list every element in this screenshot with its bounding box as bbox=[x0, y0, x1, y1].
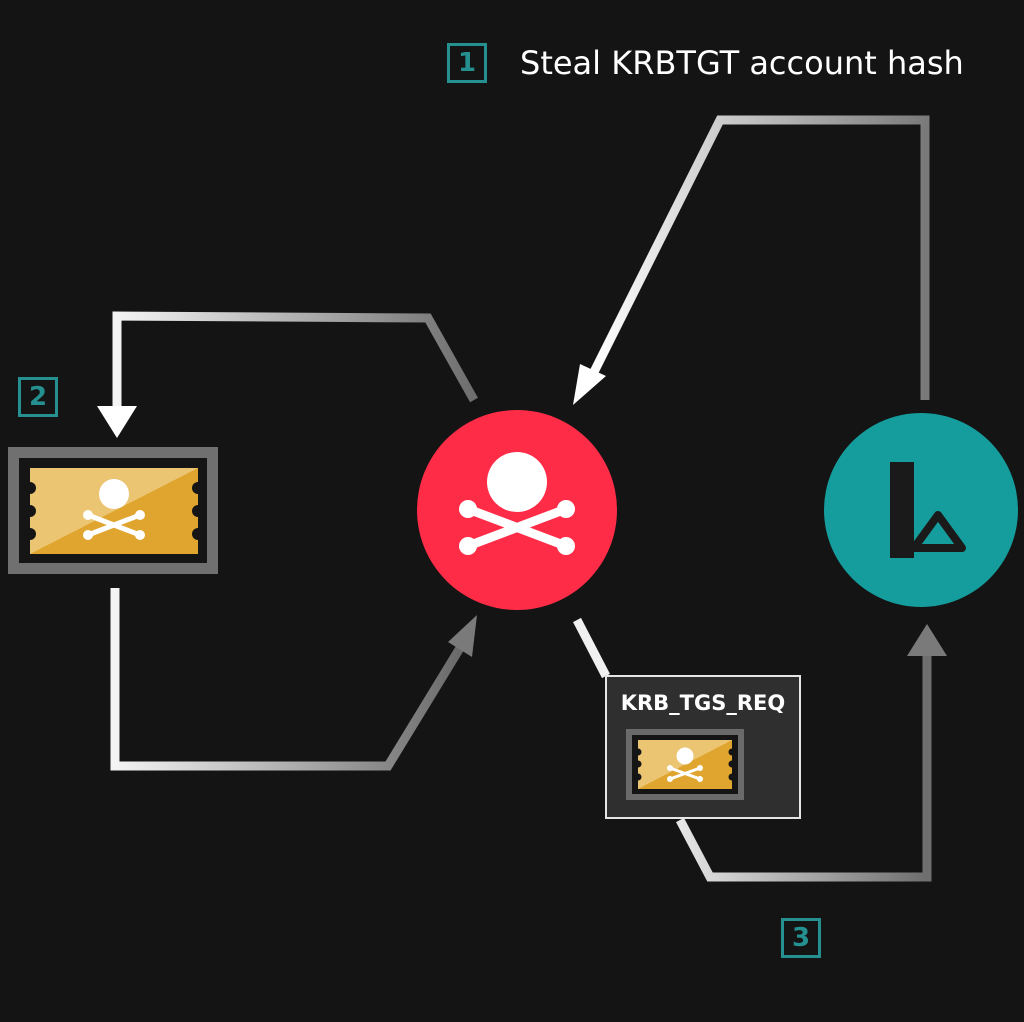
attacker-node bbox=[417, 410, 617, 610]
step-2-badge: 2 bbox=[18, 377, 58, 417]
arrow-dc-to-attacker bbox=[573, 115, 930, 405]
step-1-badge: 1 bbox=[447, 43, 487, 83]
arrow-ticket-to-attacker bbox=[110, 588, 477, 771]
connector-attacker-to-message bbox=[573, 617, 610, 679]
arrow-attacker-to-ticket bbox=[97, 311, 478, 438]
golden-ticket-icon bbox=[8, 447, 218, 574]
krb-tgs-req-message: KRB_TGS_REQ bbox=[605, 675, 801, 819]
arrow-message-to-dc bbox=[676, 624, 947, 882]
ticket-skull-icon bbox=[83, 479, 145, 540]
step-3-badge: 3 bbox=[781, 918, 821, 958]
skull-crossbones-icon bbox=[459, 452, 575, 555]
domain-controller-node bbox=[824, 413, 1018, 607]
message-title: KRB_TGS_REQ bbox=[620, 691, 786, 715]
domain-controller-icon bbox=[890, 462, 966, 558]
step-1-label: Steal KRBTGT account hash bbox=[520, 44, 964, 82]
message-ticket-icon bbox=[626, 729, 744, 800]
